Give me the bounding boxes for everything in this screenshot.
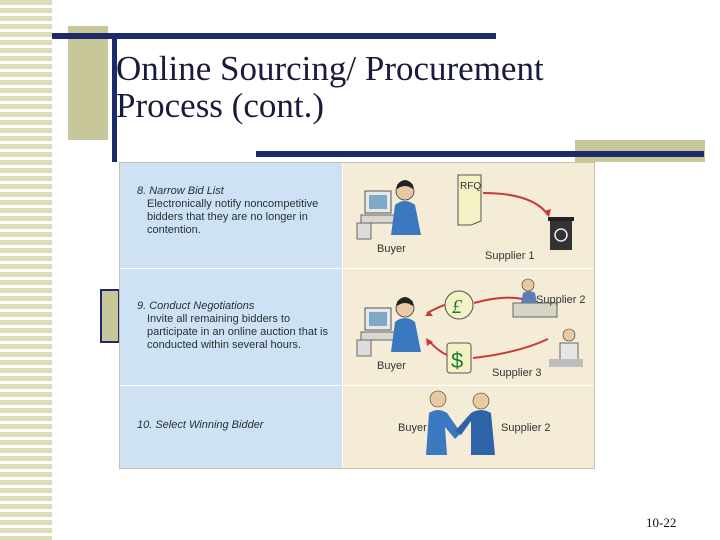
figure-step-column: [120, 163, 342, 468]
decorative-vertical-bar: [112, 38, 117, 162]
dollar-symbol: $: [451, 348, 463, 373]
step-description: Invite all remaining bidders to particip…: [147, 313, 329, 351]
arrow-to-trash-icon: [482, 192, 549, 216]
rfq-document-icon: [457, 174, 482, 226]
decorative-olive-block: [68, 26, 108, 140]
dollar-coin-icon: [446, 342, 472, 374]
decorative-underline-bar: [256, 151, 704, 157]
decorative-side-box: [100, 289, 120, 343]
page-number: 10-22: [646, 515, 677, 530]
buyer-label: Buyer: [377, 360, 406, 372]
procurement-figure: 8. Narrow Bid List Electronically notify…: [119, 162, 595, 469]
step-heading: 10. Select Winning Bidder: [137, 419, 264, 431]
buyer-label: Buyer: [398, 422, 427, 434]
supplier3-label: Supplier 3: [492, 367, 542, 379]
supplier2-label: Supplier 2: [536, 294, 586, 306]
supplier1-label: Supplier 1: [485, 250, 535, 262]
buyer-person-icon: [391, 297, 421, 352]
buyer-person-icon: [391, 180, 421, 235]
pound-symbol: £: [452, 296, 463, 318]
step-heading: 9. Conduct Negotiations: [137, 300, 255, 312]
figure-divider-row2: [120, 385, 594, 386]
supplier3-person-icon: [549, 328, 583, 367]
slide-title-line2: Process (cont.): [116, 86, 325, 125]
step-heading: 8. Narrow Bid List: [137, 185, 224, 197]
trash-can-icon: [548, 217, 574, 250]
decorative-top-bar: [52, 33, 496, 39]
step-select-winning-bidder: 10. Select Winning Bidder: [137, 419, 337, 432]
decorative-stripes: [0, 0, 52, 540]
rfq-label: RFQ: [460, 181, 481, 192]
illustration-panel: RFQ Buyer Supplier 1 £ Supplier 2 Buyer …: [356, 174, 586, 455]
slide-title-line1: Online Sourcing/ Procurement: [116, 49, 544, 88]
supplier2-label: Supplier 2: [501, 422, 551, 434]
supplier2-desk-icon: [512, 278, 558, 318]
figure-divider-row1: [120, 268, 594, 269]
step-description: Electronically notify noncompetitive bid…: [147, 198, 319, 236]
figure-divider-vertical: [342, 163, 343, 468]
buyer-label: Buyer: [377, 243, 406, 255]
step-narrow-bid-list: 8. Narrow Bid List Electronically notify…: [137, 185, 337, 237]
slide-title: Online Sourcing/ Procurement Process (co…: [116, 50, 676, 124]
buyer-computer-icon: [356, 307, 398, 357]
step-conduct-negotiations: 9. Conduct Negotiations Invite all remai…: [137, 300, 337, 352]
handshake-icon: [426, 390, 495, 455]
buyer-computer-icon: [356, 190, 398, 240]
